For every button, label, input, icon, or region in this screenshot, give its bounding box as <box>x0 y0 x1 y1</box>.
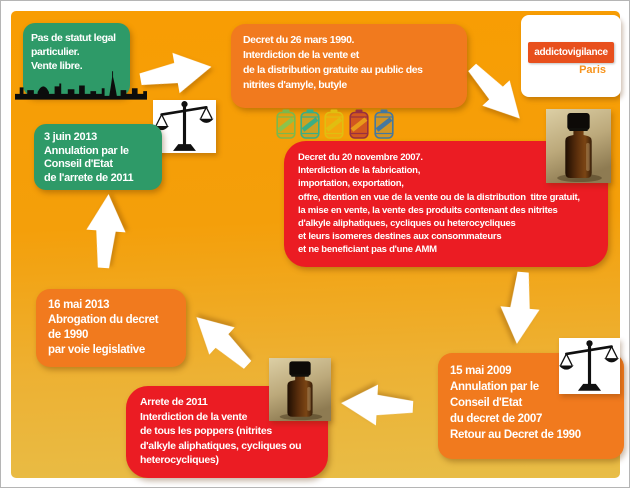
arrow-down-icon <box>500 271 540 344</box>
pop-art-can-green-icon <box>276 109 296 139</box>
logo-banner: addictovigilance <box>528 42 614 63</box>
arrow-up-left-icon <box>196 317 252 369</box>
poppers-bottle-photo <box>546 109 611 183</box>
pop-art-can-blue-icon <box>374 109 394 139</box>
step-mai-2009: 15 mai 2009 Annulation par le Conseil d'… <box>438 353 624 459</box>
arrow-right-icon <box>139 52 212 94</box>
step-mai-2013: 16 mai 2013 Abrogation du decret de 1990… <box>36 289 186 367</box>
scales-of-justice-icon <box>153 100 216 153</box>
logo-title: addictovigilance <box>534 47 608 58</box>
poppers-bottle-photo <box>269 358 331 421</box>
addictovigilance-logo: addictovigilance Paris <box>521 15 621 97</box>
step-no-legal-status: Pas de statut legal particulier. Vente l… <box>23 23 130 97</box>
pop-art-can-yellow-icon <box>324 109 344 139</box>
step-decret-1990: Decret du 26 mars 1990. Interdiction de … <box>231 24 467 108</box>
arrow-down-right-icon <box>468 63 520 119</box>
pop-art-can-teal-icon <box>300 109 320 139</box>
logo-subtitle: Paris <box>579 64 606 76</box>
step-juin-2013: 3 juin 2013 Annulation par le Conseil d'… <box>34 124 162 190</box>
arrow-left-icon <box>341 384 414 426</box>
arrow-up-icon <box>86 194 126 269</box>
pop-art-can-red-icon <box>349 109 369 139</box>
step-arrete-2011: Arrete de 2011 Interdiction de la vente … <box>126 386 328 478</box>
scales-of-justice-icon <box>559 338 620 394</box>
paris-skyline-icon <box>15 71 147 100</box>
